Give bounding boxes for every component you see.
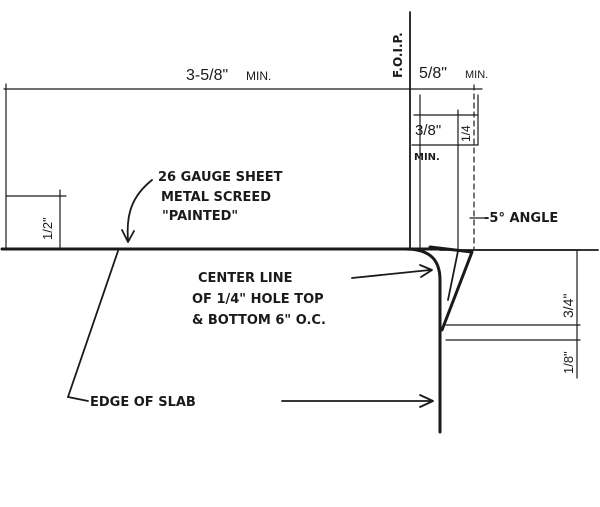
screed-label-line1: 26 GAUGE SHEET [158,170,283,185]
gap-width-label: 5/8" [419,65,447,82]
min-label: MIN. [414,152,440,163]
quarter-label: 1/4 [459,125,473,142]
three-quarter-label: 3/4" [560,294,576,318]
foip-label: F.O.I.P. [391,32,405,78]
half-inch-label: 1/2" [40,217,55,240]
center-line-label1: CENTER LINE [198,271,292,286]
slab-edge-left [67,250,119,398]
overall-width-label: 3-5/8" [186,67,228,84]
edge-of-slab-label: EDGE OF SLAB [90,395,196,410]
one-eighth-label: 1/8" [561,351,576,374]
screed-leader-arrow [121,229,135,243]
screed-label-line3: "PAINTED" [162,209,238,224]
center-line-arrow [419,264,433,278]
screed-lip [428,245,474,332]
screed-lip-inner [447,250,459,301]
center-line-label2: OF 1/4" HOLE TOP [192,292,324,307]
edge-leader-left [67,396,89,402]
overall-width-suffix: MIN. [246,69,271,83]
screed-curve [403,247,442,434]
center-line-label3: & BOTTOM 6" O.C. [192,313,326,328]
edge-leader-arrow-right [419,394,434,408]
center-line-leader [351,269,431,279]
screed-label-line2: METAL SCREED [161,190,271,205]
screed-leader [126,179,153,241]
thickness-label: 3/8" [415,122,441,139]
angle-label: -5° ANGLE [484,211,558,226]
gap-width-suffix: MIN. [465,69,488,81]
